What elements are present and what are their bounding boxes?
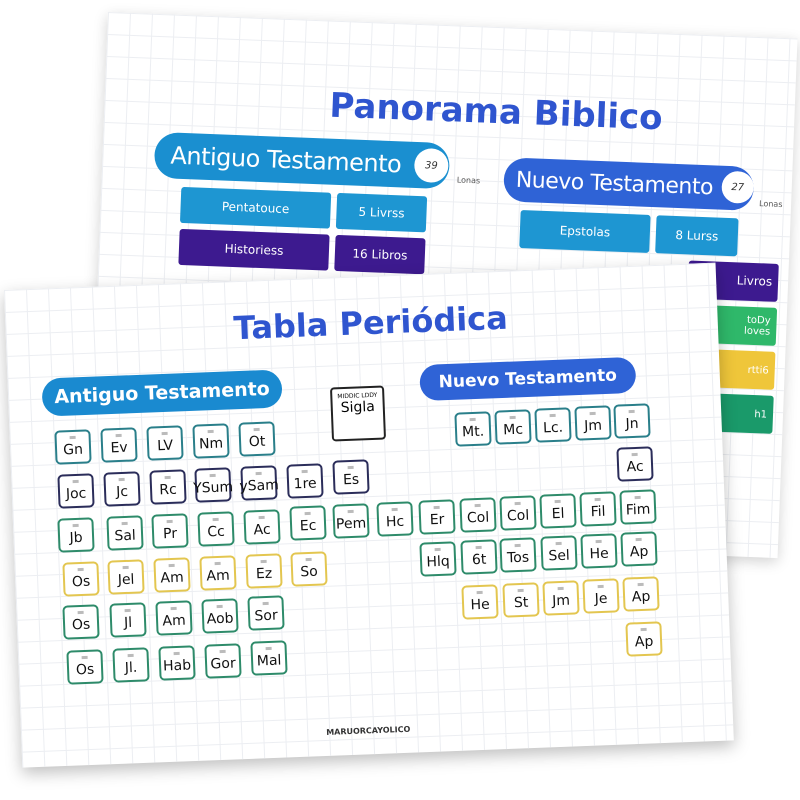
new-testament-tile: Jm <box>574 405 612 441</box>
old-testament-tile: Ec <box>289 505 327 541</box>
old-testament-pill: Antiguo Testamento <box>153 131 451 190</box>
old-testament-tile: Sor <box>247 595 285 631</box>
old-testament-tile: Os <box>62 561 100 597</box>
new-testament-header: Nuevo Testamento <box>419 356 637 402</box>
ot-row-books: 5 Livrss <box>335 192 428 233</box>
new-testament-tile: Ap <box>622 576 660 612</box>
new-testament-tile: Mc <box>494 409 532 445</box>
old-testament-tile: Pr <box>151 513 189 549</box>
legend-sigla: Sigla <box>340 398 376 417</box>
new-testament-tile: He <box>580 533 618 569</box>
old-testament-tile: Gor <box>204 643 242 679</box>
old-testament-count-label: Lonas <box>456 175 481 186</box>
new-testament-tile: Hlq <box>419 541 457 577</box>
nt-row-books: toDy loves <box>743 314 771 338</box>
new-testament-count-label: Lonas <box>758 199 783 210</box>
old-testament-tile: Jel <box>107 559 145 595</box>
front-poster-title: Tabla Periódica <box>232 298 509 348</box>
old-testament-tile: Nm <box>192 423 230 459</box>
old-testament-tile: Jc <box>103 471 141 507</box>
old-testament-tile: Os <box>62 604 100 640</box>
old-testament-tile: Sal <box>106 515 144 551</box>
old-testament-tile: Aob <box>201 598 239 634</box>
new-testament-tile: Tos <box>499 537 537 573</box>
new-testament-header-label: Nuevo Testamento <box>438 365 618 393</box>
back-poster-title: Panorama Biblico <box>328 85 664 139</box>
old-testament-tile: Os <box>66 649 104 685</box>
old-testament-tile: Es <box>332 459 370 495</box>
old-testament-tile: Ez <box>245 553 283 589</box>
new-testament-pill: Nuevo Testamento <box>503 157 755 211</box>
new-testament-tile: Jn <box>613 403 651 439</box>
old-testament-tile: Cc <box>197 511 235 547</box>
old-testament-header-label: Antiguo Testamento <box>53 377 271 409</box>
new-testament-label: Nuevo Testamento <box>515 167 714 200</box>
new-testament-tile: Sel <box>540 535 578 571</box>
old-testament-tile: Jb <box>57 517 95 553</box>
old-testament-tile: Jl. <box>112 647 150 683</box>
new-testament-tile: Jm <box>542 580 580 616</box>
old-testament-tile: ySam <box>239 465 279 501</box>
new-testament-tile: St <box>502 582 540 618</box>
new-testament-tile: 6t <box>460 539 498 575</box>
old-testament-tile: Pem <box>332 503 370 539</box>
nt-row-name: Epstolas <box>519 209 651 253</box>
new-testament-tile: Lc. <box>534 407 572 443</box>
old-testament-tile: Ot <box>238 421 276 457</box>
old-testament-label: Antiguo Testamento <box>169 141 402 179</box>
new-testament-tile: Col <box>499 495 537 531</box>
old-testament-tile: So <box>290 551 328 587</box>
old-testament-tile: Am <box>199 555 237 591</box>
new-testament-tile: Er <box>418 499 456 535</box>
old-testament-tile: Ac <box>243 509 281 545</box>
old-testament-tile: Gn <box>54 429 92 465</box>
ot-row-name: Pentatouce <box>179 186 332 229</box>
old-testament-tile: Am <box>155 600 193 636</box>
new-testament-tile: Je <box>582 578 620 614</box>
new-testament-tile: Col <box>459 497 497 533</box>
old-testament-tile: Rc <box>149 469 187 505</box>
new-testament-tile: Mt. <box>454 411 492 447</box>
new-testament-tile: Ap <box>625 621 663 657</box>
legend-box: MIDDIC LDDY Sigla <box>329 385 387 442</box>
new-testament-tile: Fil <box>579 491 617 527</box>
nt-row-books: h1 <box>754 408 768 421</box>
nt-row-books: 8 Lurss <box>655 215 739 257</box>
old-testament-tile: Joc <box>57 473 95 509</box>
ot-row-books: 16 Libros <box>334 234 426 275</box>
nt-row-books: Livros <box>736 273 773 290</box>
old-testament-tile: Am <box>153 557 191 593</box>
old-testament-tile: Mal <box>250 640 288 676</box>
old-testament-tile: Ev <box>100 427 138 463</box>
new-testament-tile: Fim <box>619 489 657 525</box>
new-testament-tile: Ap <box>620 531 658 567</box>
new-testament-tile: El <box>539 493 577 529</box>
old-testament-tile: Jl <box>109 602 147 638</box>
old-testament-header: Antiguo Testamento <box>41 369 283 417</box>
nt-row-books: rtti6 <box>747 364 769 377</box>
footer-brand: MARUORCAYOLICO <box>326 724 411 737</box>
old-testament-tile: YSum <box>193 467 233 503</box>
old-testament-tile: 1re <box>286 463 324 499</box>
old-testament-tile: Hab <box>158 645 196 681</box>
new-testament-tile: He <box>461 584 499 620</box>
ot-row-name: Historiess <box>178 228 330 271</box>
old-testament-tile: LV <box>146 425 184 461</box>
new-testament-tile: Ac <box>616 446 654 482</box>
old-testament-tile: Hc <box>376 501 414 537</box>
